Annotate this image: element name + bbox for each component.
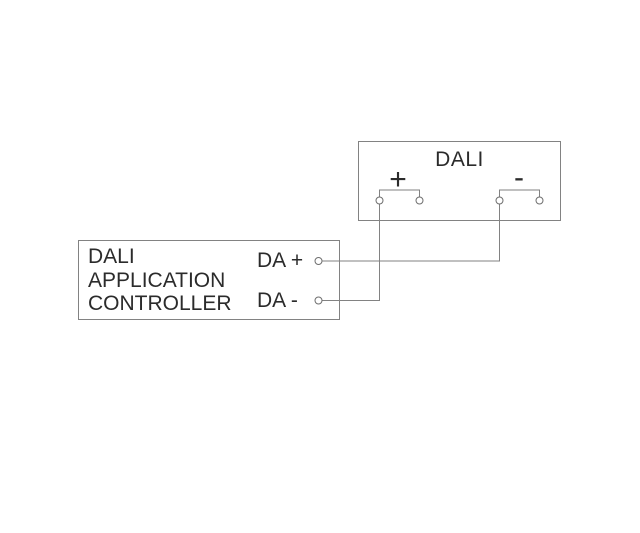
- controller-name-line: APPLICATION: [88, 268, 226, 292]
- dali-device-box: DALI + -: [358, 141, 561, 221]
- controller-box: DALI APPLICATION CONTROLLER DA + DA -: [78, 240, 340, 320]
- controller-name-line: DALI: [88, 245, 135, 268]
- controller-name-line: CONTROLLER: [88, 292, 232, 315]
- da-minus-label: DA -: [257, 289, 298, 312]
- controller-name: DALI APPLICATION CONTROLLER: [88, 245, 232, 316]
- plus-terminal-label: +: [389, 163, 407, 196]
- minus-terminal-label: -: [514, 161, 524, 194]
- dali-device-label: DALI: [435, 148, 484, 171]
- da-plus-label: DA +: [257, 249, 304, 272]
